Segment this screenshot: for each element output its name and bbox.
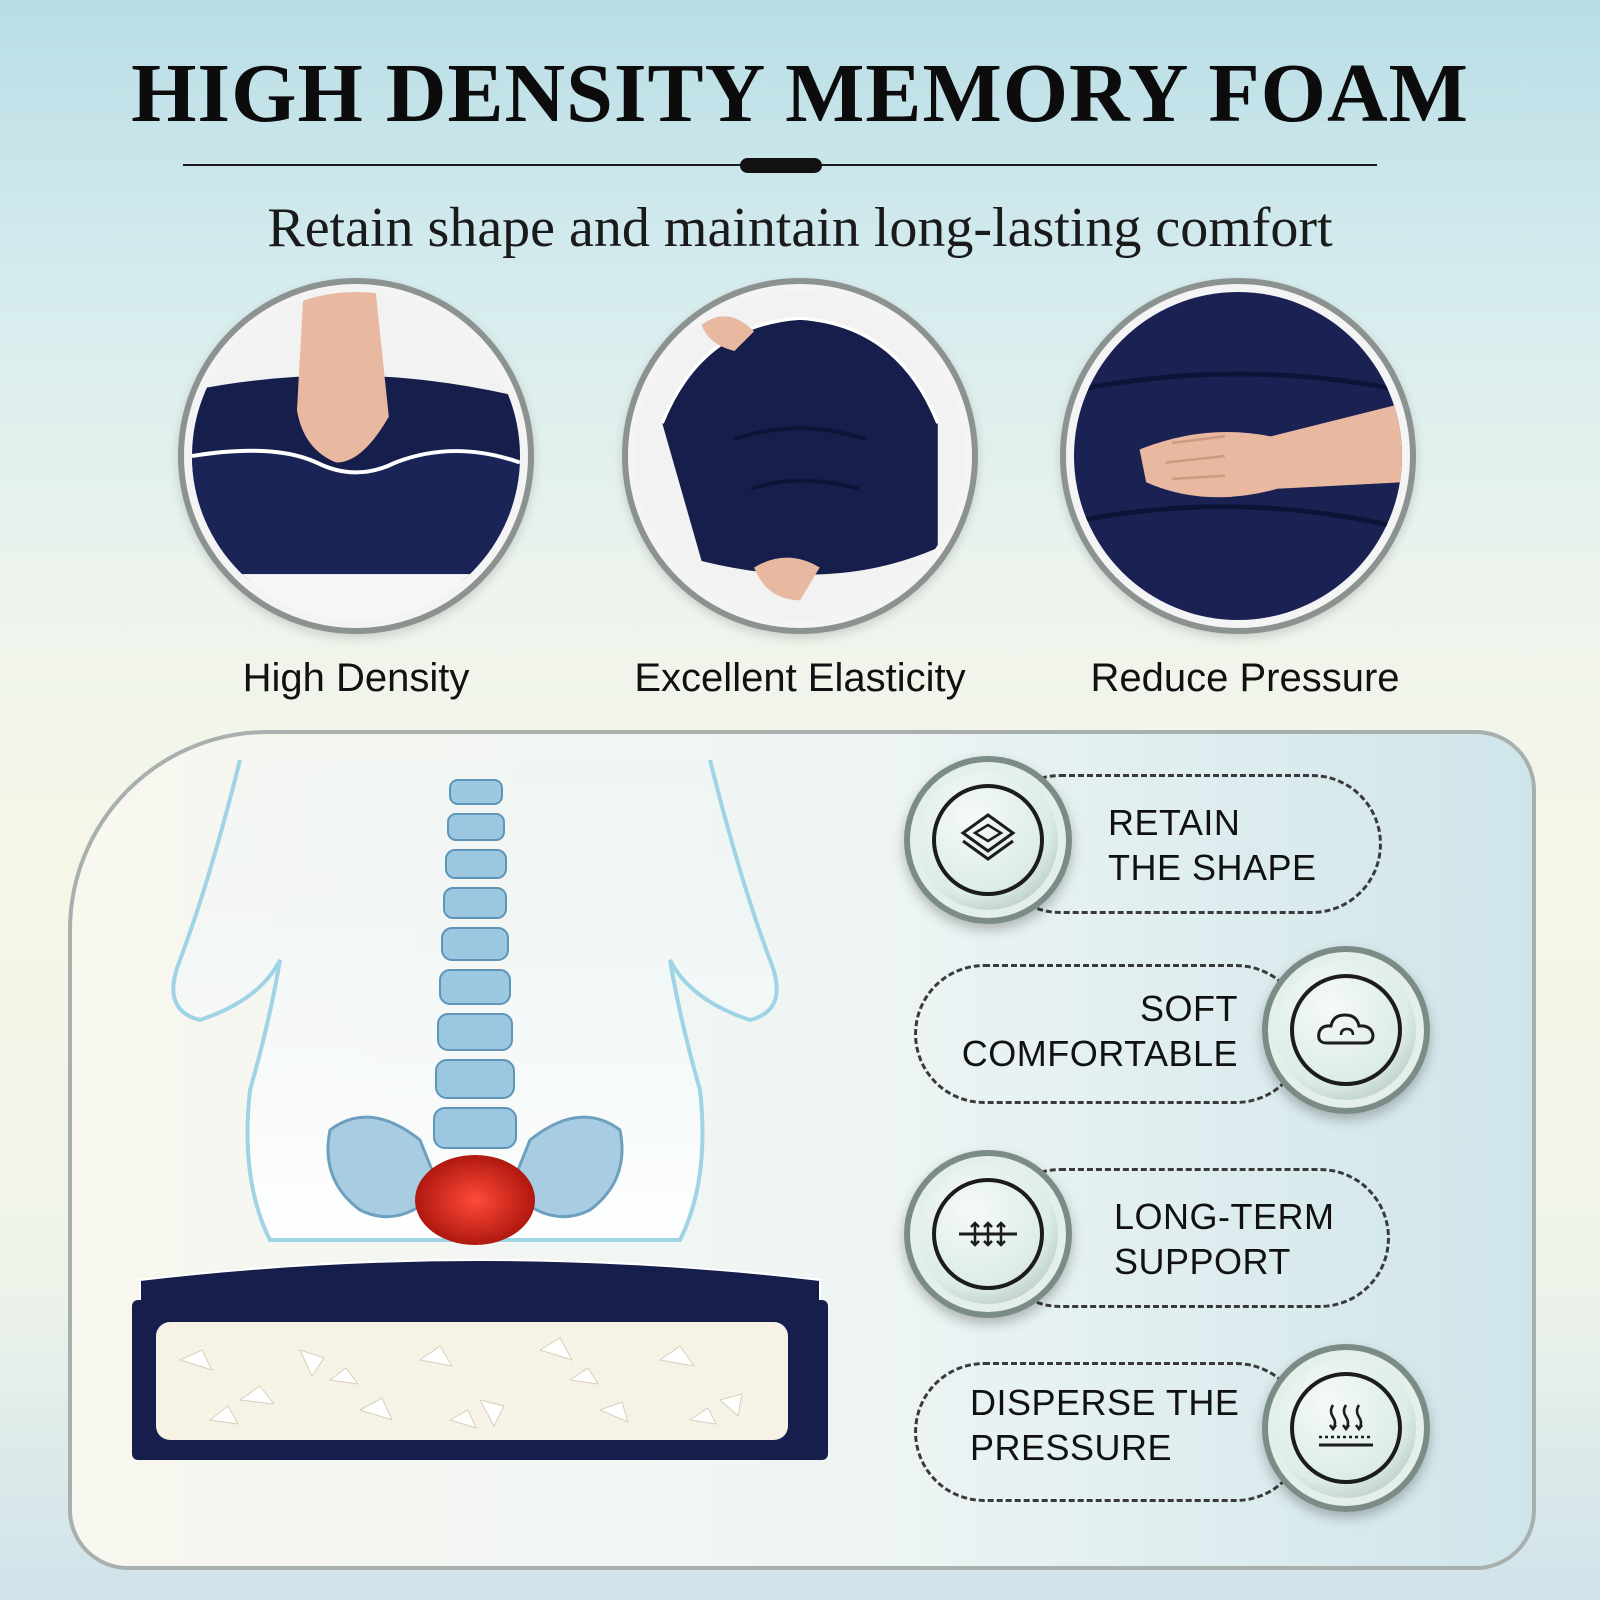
spine-cushion-illustration <box>132 760 828 1460</box>
support-arrows-icon <box>959 1221 1017 1247</box>
benefit-badge-long-term-support <box>904 1150 1072 1318</box>
heat-waves-icon <box>1319 1404 1373 1447</box>
cloud-icon <box>1317 1013 1375 1045</box>
page-title: HIGH DENSITY MEMORY FOAM <box>131 47 1469 140</box>
feature-label-excellent-elasticity: Excellent Elasticity <box>634 656 966 700</box>
benefit-text-disperse-pressure: DISPERSE THE PRESSURE <box>970 1382 1240 1468</box>
benefit-text-retain-shape: RETAIN THE SHAPE <box>1108 802 1317 888</box>
feature-photo-high-density <box>178 278 534 634</box>
layered-shape-icon <box>960 813 1016 861</box>
feature-photo-reduce-pressure <box>1060 278 1416 634</box>
benefit-text-long-term-support: LONG-TERM SUPPORT <box>1114 1196 1335 1282</box>
feature-photo-excellent-elasticity <box>622 278 978 634</box>
feature-label-reduce-pressure: Reduce Pressure <box>1090 656 1400 700</box>
feature-label-high-density: High Density <box>242 656 470 700</box>
benefit-badge-soft-comfortable <box>1262 946 1430 1114</box>
page-subtitle: Retain shape and maintain long-lasting c… <box>267 197 1333 259</box>
divider-ornament <box>740 158 822 173</box>
benefit-text-soft-comfortable: SOFT COMFORTABLE <box>961 988 1238 1074</box>
benefit-badge-retain-shape <box>904 756 1072 924</box>
benefit-badge-disperse-pressure <box>1262 1344 1430 1512</box>
